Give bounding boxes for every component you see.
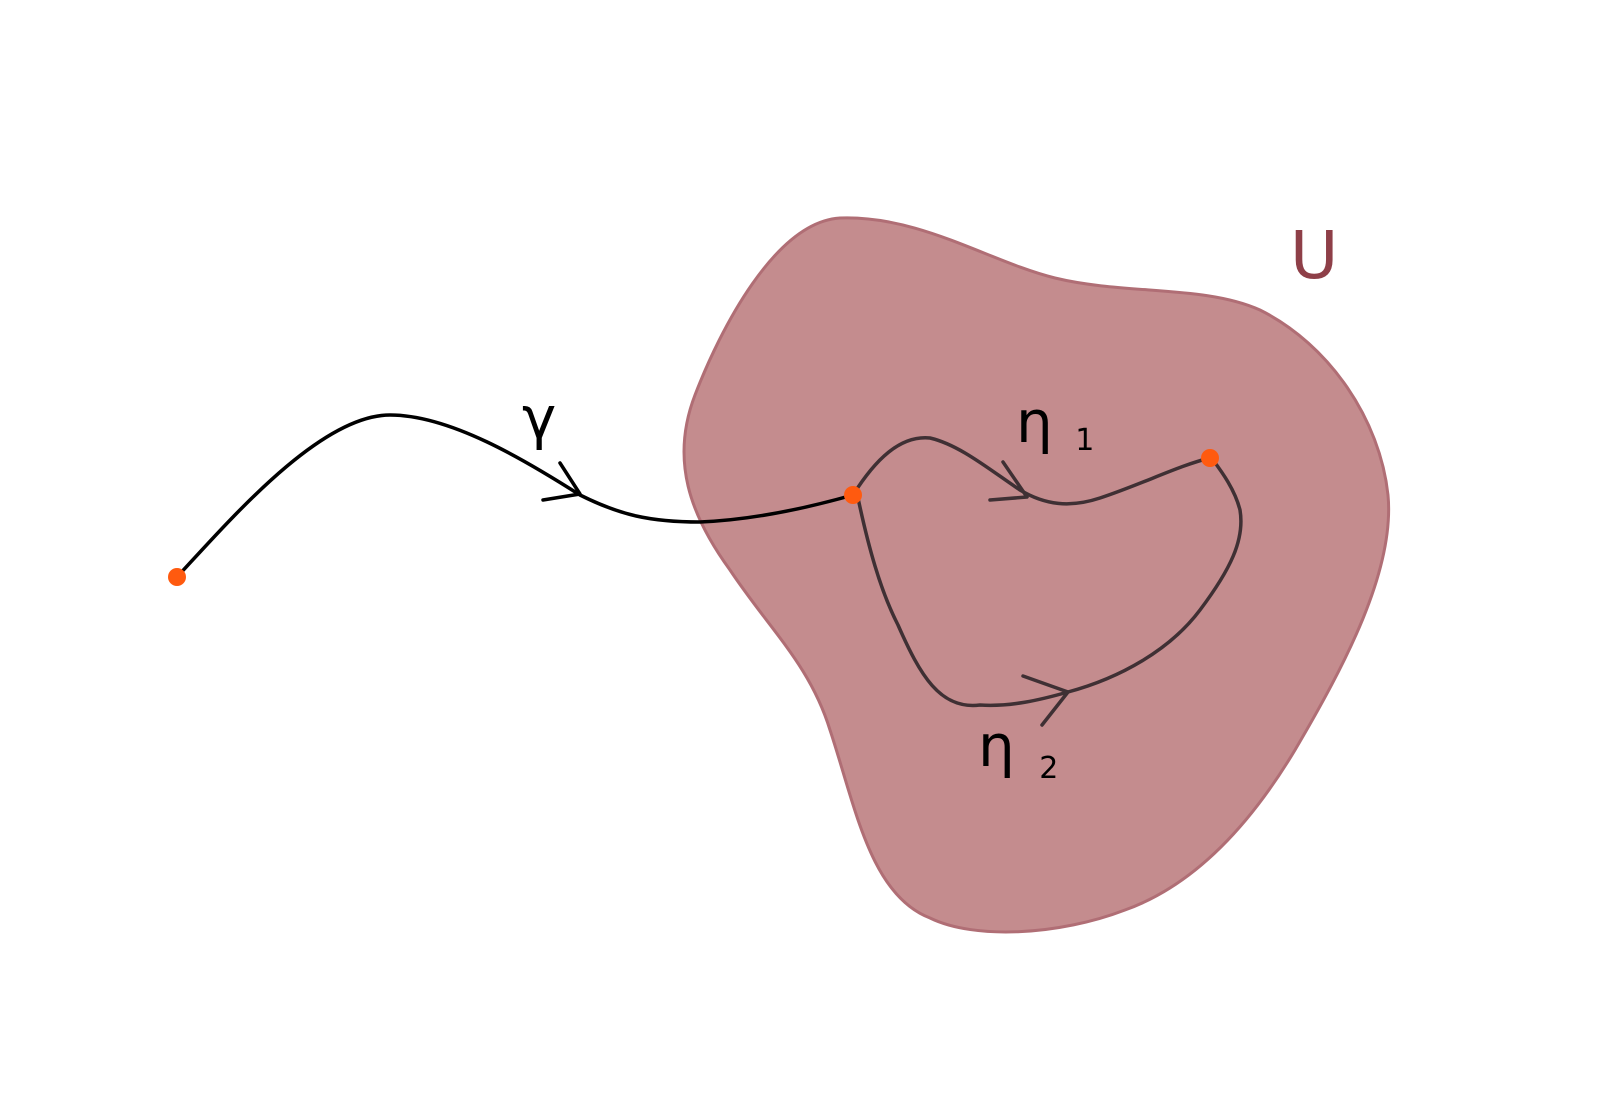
region-u [682,216,1391,934]
eta1-arrow-head [988,460,1029,502]
eta1-path [851,436,1212,506]
eta1-symbol: η [1016,388,1053,456]
junction-point [844,486,862,504]
start-point [168,568,186,586]
eta2-subscript: 2 [1039,751,1058,786]
eta2-label: η 2 [978,712,1058,786]
gamma-path [175,413,855,579]
eta2-arrow-head [1021,674,1070,727]
eta1-label: η 1 [1016,388,1094,458]
eta1-subscript: 1 [1075,423,1094,458]
end-point [1201,449,1219,467]
eta2-symbol: η [978,712,1015,780]
gamma-label: γ [522,384,556,452]
gamma-symbol: γ [522,384,556,452]
region-u-label: U [1290,217,1338,294]
gamma-arrow-head [541,461,582,502]
